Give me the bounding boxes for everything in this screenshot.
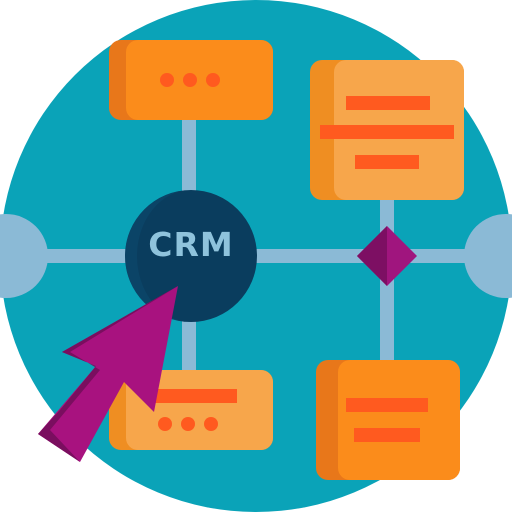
text-line-icon [155, 389, 237, 403]
crm-label: CRM [148, 225, 234, 264]
card-top-right [310, 60, 464, 200]
ellipsis-icon [158, 417, 218, 431]
ellipsis-icon [160, 73, 220, 87]
crm-hub [125, 190, 257, 322]
cursor-arrow-icon [38, 286, 178, 462]
card-top-left [109, 40, 273, 120]
diamond-icon [357, 226, 417, 286]
text-lines-icon [320, 96, 454, 169]
card-bottom-right [316, 360, 460, 480]
text-lines-icon [346, 398, 428, 442]
